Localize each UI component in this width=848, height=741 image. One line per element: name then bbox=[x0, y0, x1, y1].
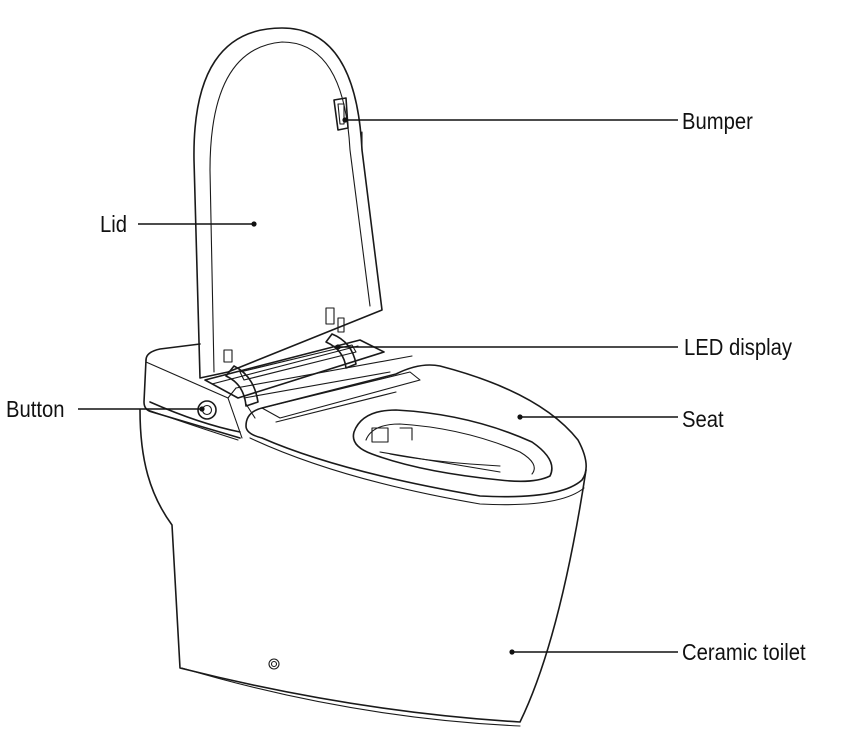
left-hinge bbox=[225, 365, 259, 407]
label-lid: Lid bbox=[100, 211, 127, 238]
label-ceramic-toilet: Ceramic toilet bbox=[682, 639, 806, 666]
rear-housing bbox=[143, 343, 413, 441]
hinge-assembly bbox=[204, 307, 385, 407]
lid bbox=[193, 27, 383, 379]
ceramic-toilet-body bbox=[139, 409, 587, 727]
leader-lines bbox=[78, 117, 678, 655]
label-button: Button bbox=[6, 396, 65, 423]
base-hole bbox=[268, 658, 280, 670]
right-hinge bbox=[325, 333, 357, 369]
seat-opening bbox=[352, 409, 553, 483]
seat bbox=[245, 364, 587, 506]
label-bumper: Bumper bbox=[682, 108, 753, 135]
label-seat: Seat bbox=[682, 406, 724, 433]
bumper bbox=[333, 97, 349, 131]
labels: Bumper Lid LED display Button Seat Ceram… bbox=[6, 108, 806, 666]
led-display-strip bbox=[239, 344, 357, 381]
nozzle bbox=[371, 427, 389, 443]
label-led-display: LED display bbox=[684, 334, 792, 361]
